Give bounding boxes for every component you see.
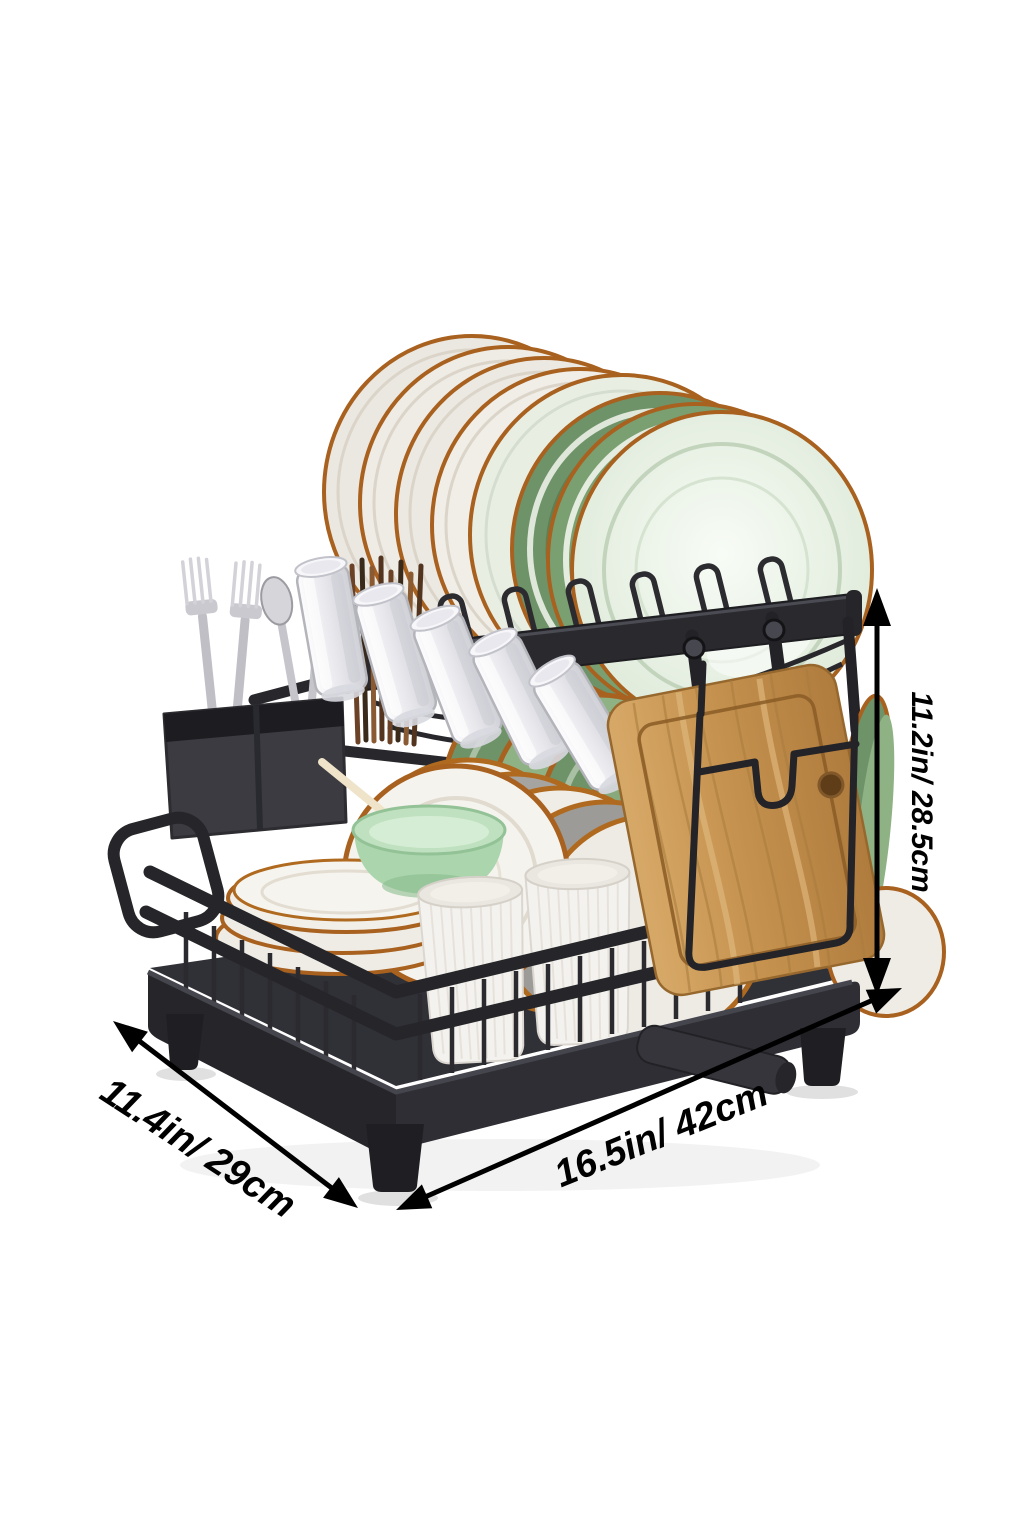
arrowhead-downleft-icon (396, 1184, 433, 1210)
arrowhead-down-icon (863, 958, 891, 996)
arrowhead-upright-icon (865, 988, 902, 1014)
arrowhead-downright-icon (323, 1177, 358, 1208)
foot (166, 1014, 204, 1070)
arrowhead-up-icon (863, 588, 891, 626)
height-dimension: 11.2in/ 28.5cm (863, 588, 938, 996)
depth-arrow (136, 1038, 335, 1191)
cutting-board (606, 660, 886, 997)
arrowhead-upleft-icon (113, 1021, 148, 1053)
foot (800, 1028, 846, 1086)
board-wire-holder (685, 660, 860, 971)
drainboard-tray (146, 969, 860, 1192)
board-hole (817, 771, 845, 799)
width-arrow (423, 997, 875, 1200)
foot (366, 1124, 424, 1192)
drain-spout (636, 1024, 797, 1095)
height-dimension-label: 11.2in/ 28.5cm (905, 691, 938, 892)
